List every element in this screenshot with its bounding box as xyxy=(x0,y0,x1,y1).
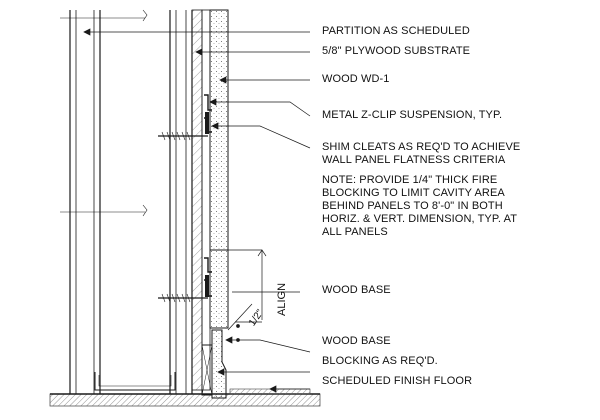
label-partition: PARTITION AS SCHEDULED xyxy=(322,25,470,37)
finish-floor xyxy=(49,388,321,407)
wood-panel-wd1 xyxy=(209,9,229,329)
half-inch-dimension xyxy=(227,303,253,342)
label-shim: SHIM CLEATS AS REQ'D TO ACHIEVE WALL PAN… xyxy=(322,141,521,166)
label-blocking: BLOCKING AS REQ'D. xyxy=(322,355,438,367)
leader-lines xyxy=(83,28,311,393)
label-zclip: METAL Z-CLIP SUSPENSION, TYP. xyxy=(322,109,503,121)
screw-upper xyxy=(158,131,208,141)
label-plywood: 5/8" PLYWOOD SUBSTRATE xyxy=(322,45,471,57)
z-clip-upper xyxy=(204,94,212,134)
label-wood-base-1: WOOD BASE xyxy=(322,284,391,296)
label-floor: SCHEDULED FINISH FLOOR xyxy=(322,375,473,387)
partition-right xyxy=(94,10,193,394)
label-wood-base-2: WOOD BASE xyxy=(322,335,391,347)
z-clip-lower xyxy=(204,257,212,297)
label-note: NOTE: PROVIDE 1/4" THICK FIRE BLOCKING T… xyxy=(322,174,518,238)
screw-lower xyxy=(158,293,208,303)
label-wood-wd1: WOOD WD-1 xyxy=(322,73,390,85)
label-align: ALIGN xyxy=(276,282,288,316)
partition-left xyxy=(60,9,148,394)
plywood-substrate xyxy=(191,9,211,391)
wood-base xyxy=(201,329,227,399)
align-dimension xyxy=(228,249,267,323)
